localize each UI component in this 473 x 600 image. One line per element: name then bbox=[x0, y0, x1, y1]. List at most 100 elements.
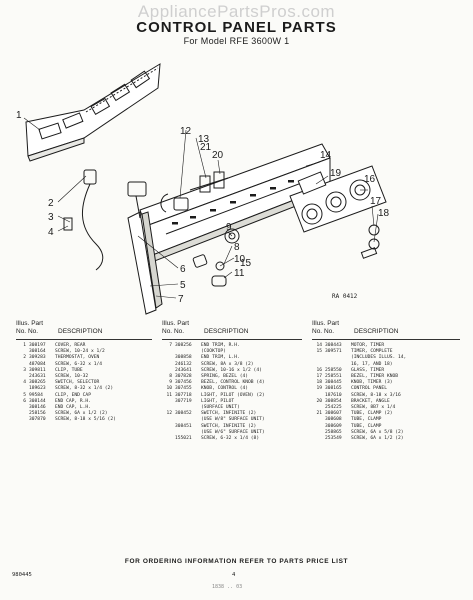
part-description: SCREW, 6A x 5/8 (2) bbox=[351, 429, 404, 435]
part-description: SCREW, 10-32 bbox=[55, 374, 89, 380]
part-number: 309571 bbox=[325, 349, 342, 355]
part-description: TUBE, CLAMP bbox=[351, 417, 382, 423]
part-description: SCREW, 6A x 1/2 (2) bbox=[351, 436, 404, 442]
callout-17: 17 bbox=[370, 196, 382, 207]
part-description: (USE W/8" SURFACE UNIT) bbox=[201, 417, 265, 423]
site-watermark: AppliancePartsPros.com bbox=[137, 2, 336, 21]
part-number: 307455 bbox=[175, 386, 192, 392]
part-number: 243631 bbox=[29, 374, 46, 380]
part-number: 308165 bbox=[325, 386, 342, 392]
callout-12: 12 bbox=[180, 126, 192, 137]
illus-number: 19 bbox=[316, 386, 322, 392]
part-description: BEZEL, CONTROL KNOB (4) bbox=[201, 380, 265, 386]
part-number: 253549 bbox=[325, 436, 342, 442]
part-number: 487084 bbox=[29, 361, 46, 367]
bottom-mark: 1838 .. 03 bbox=[212, 584, 243, 590]
column-header: Illus. Part No. No. DESCRIPTION bbox=[162, 320, 306, 336]
header-illus: Illus. bbox=[16, 320, 30, 327]
part-description: END TRIM, R.H. bbox=[201, 343, 240, 348]
part-number: 258156 bbox=[29, 411, 46, 417]
table-row: (INCLUDES ILLUS. 14, bbox=[312, 355, 462, 361]
part-description: BRACKET, ANGLE bbox=[351, 398, 390, 404]
table-row: 307719 LIGHT, PILOT bbox=[162, 399, 306, 405]
part-description: SCREW, 10-24 x 1/2 bbox=[55, 349, 105, 355]
illus-number bbox=[16, 417, 29, 423]
part-description: SCREW, 8-18 x 3/16 bbox=[351, 392, 401, 398]
callout-1: 1 bbox=[16, 110, 22, 121]
page-number: 4 bbox=[232, 572, 236, 578]
illus-number: 12 bbox=[166, 411, 172, 417]
part-number: 308144 bbox=[29, 398, 46, 404]
part-number: 309283 bbox=[29, 355, 46, 361]
part-description: END CAP, R.H. bbox=[55, 398, 91, 404]
part-number: 308854 bbox=[325, 398, 342, 404]
part-number: 308146 bbox=[29, 405, 46, 411]
illus-number bbox=[162, 436, 175, 442]
callout-7: 7 bbox=[178, 294, 184, 305]
callout-18: 18 bbox=[378, 208, 390, 219]
part-description: TUBE, CLAMP (2) bbox=[351, 411, 393, 417]
header-part: Part bbox=[327, 320, 340, 327]
part-description: TIMER, COMPLETE bbox=[351, 349, 393, 355]
header-illus: Illus. bbox=[162, 320, 176, 327]
header-no: No. bbox=[16, 328, 27, 335]
illus-number: 7 bbox=[169, 343, 172, 348]
header-description: DESCRIPTION bbox=[58, 328, 103, 335]
figure-reference-code: RA 0412 bbox=[332, 293, 358, 300]
part-number: 308609 bbox=[325, 423, 342, 429]
part-number: 258865 bbox=[325, 429, 342, 435]
part-description: SCREW, 6-32 x 1/4 bbox=[55, 361, 103, 367]
exploded-parts-diagram: 1 2 3 4 5 6 7 8 9 10 11 12 13 14 15 16 1… bbox=[16, 63, 390, 315]
table-row: (USE W/8" SURFACE UNIT) bbox=[162, 417, 306, 423]
part-description: (USE W/6" SURFACE UNIT) bbox=[201, 429, 265, 435]
part-description: GLASS, TIMER bbox=[351, 367, 385, 373]
header-part: Part bbox=[177, 320, 190, 327]
illus-number: 18 bbox=[316, 380, 322, 386]
part-description: (SURFACE UNIT) bbox=[201, 405, 240, 411]
table-row: 243631 SCREW, 10-32 bbox=[16, 374, 156, 380]
bracket-drawing bbox=[189, 171, 229, 193]
callout-6: 6 bbox=[180, 264, 186, 275]
part-description: BEZEL, TIMER KNOB bbox=[351, 374, 399, 380]
illus-number: 4 bbox=[23, 380, 26, 386]
callout-19: 19 bbox=[330, 168, 342, 179]
callout-21: 21 bbox=[200, 142, 212, 153]
column-header: Illus. Part No. No. DESCRIPTION bbox=[16, 320, 156, 336]
callout-14: 14 bbox=[320, 150, 332, 161]
publication-code: 980445 bbox=[12, 572, 32, 578]
part-number: 155021 bbox=[175, 436, 192, 442]
part-description: COVER, REAR bbox=[55, 343, 86, 348]
callout-15: 15 bbox=[240, 258, 252, 269]
part-description: SCREW, 8-32 x 1/4 (2) bbox=[55, 386, 114, 392]
table-row: (USE W/6" SURFACE UNIT) bbox=[162, 430, 306, 436]
part-description: KNOB, CONTROL (4) bbox=[201, 386, 249, 392]
part-description: KNOB, TIMER (3) bbox=[351, 380, 393, 386]
callout-3: 3 bbox=[48, 212, 54, 223]
illus-number: 15 bbox=[316, 349, 322, 355]
illus-number: 8 bbox=[169, 374, 172, 380]
table-row: 308164 SCREW, 10-24 x 1/2 bbox=[16, 349, 156, 355]
illus-number: 16 bbox=[316, 367, 322, 373]
part-number: 308164 bbox=[29, 349, 46, 355]
part-number: 246132 bbox=[175, 361, 192, 367]
part-number: 307719 bbox=[175, 398, 192, 404]
part-description: LIGHT, PILOT bbox=[201, 398, 235, 404]
part-description: SCREW, 6A x 1/2 (2) bbox=[55, 411, 108, 417]
part-number: 307870 bbox=[29, 417, 46, 423]
